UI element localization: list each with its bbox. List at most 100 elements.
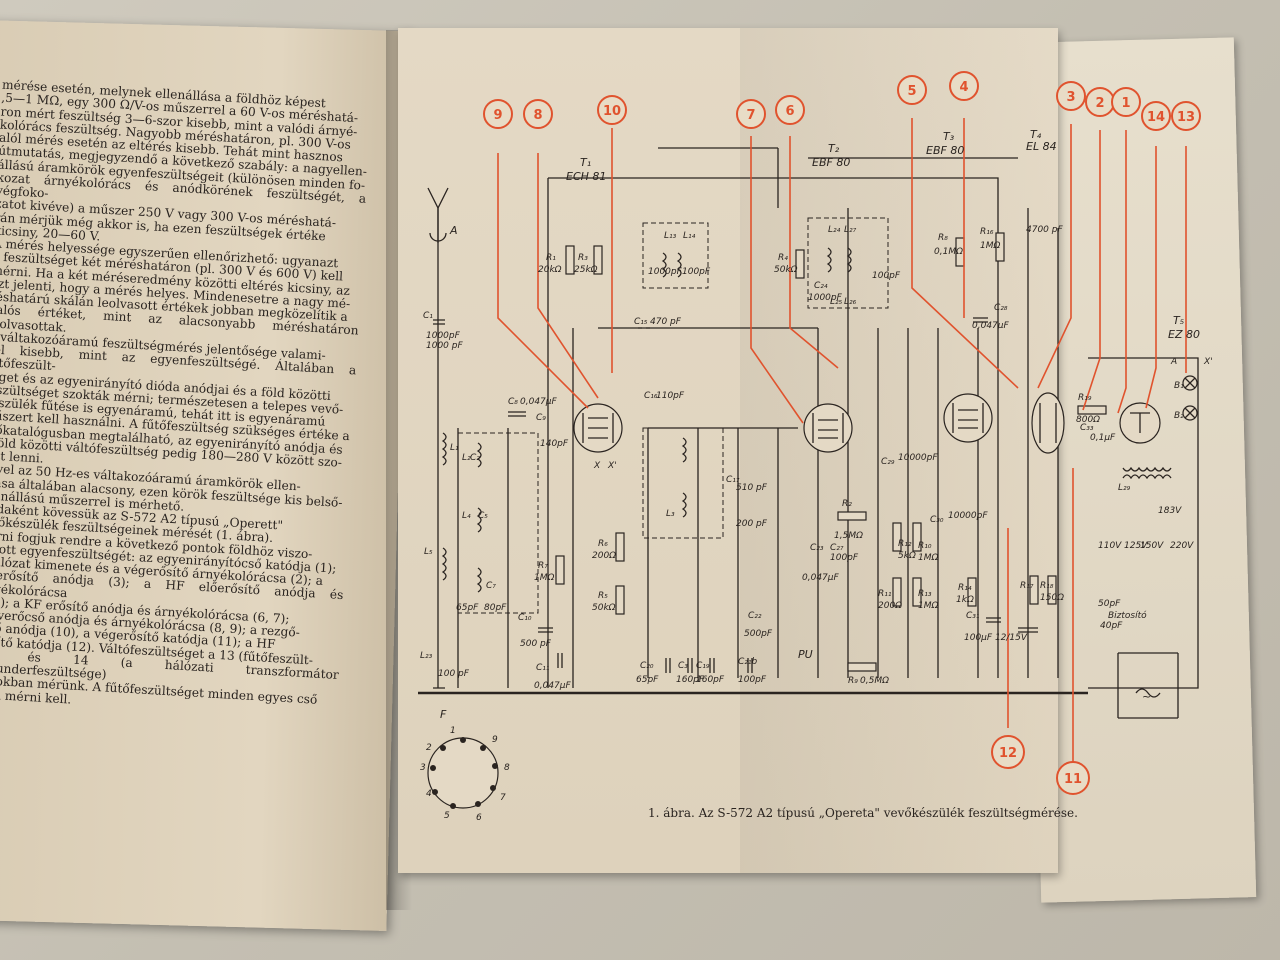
svg-text:X': X' — [607, 461, 617, 471]
svg-text:C₂₉: C₂₉ — [881, 457, 895, 467]
svg-text:L₁₃: L₁₃ — [664, 231, 677, 241]
tube-t4-type: EL 84 — [1026, 140, 1057, 153]
svg-text:1,5MΩ: 1,5MΩ — [834, 531, 863, 541]
svg-text:7: 7 — [500, 793, 506, 803]
svg-text:C₂₇: C₂₇ — [830, 543, 844, 553]
svg-text:12: 12 — [999, 746, 1017, 761]
svg-text:1MΩ: 1MΩ — [918, 553, 938, 563]
tube-t3 — [943, 393, 993, 443]
svg-text:R₁₆: R₁₆ — [980, 227, 994, 237]
svg-text:150Ω: 150Ω — [1040, 593, 1064, 603]
svg-text:L₂₇: L₂₇ — [844, 225, 857, 235]
svg-text:R₁₈: R₁₈ — [1040, 581, 1054, 591]
svg-text:B₁: B₁ — [1174, 381, 1184, 391]
svg-text:470 pF: 470 pF — [650, 317, 682, 327]
svg-text:R₂: R₂ — [842, 499, 852, 509]
svg-text:10: 10 — [603, 104, 621, 119]
svg-text:9: 9 — [492, 735, 498, 745]
svg-text:1kΩ: 1kΩ — [956, 595, 974, 605]
svg-text:100 pF: 100 pF — [438, 669, 470, 679]
svg-text:140pF: 140pF — [540, 439, 569, 449]
tube-t2-ref: T₂ — [828, 142, 840, 155]
svg-text:C₁₆: C₁₆ — [644, 391, 658, 401]
svg-text:1MΩ: 1MΩ — [918, 601, 938, 611]
svg-text:R₄: R₄ — [778, 253, 788, 263]
schematic: .w{stroke:#2a2420;stroke-width:1.3;fill:… — [418, 71, 1213, 823]
svg-text:C₁₀: C₁₀ — [518, 613, 532, 623]
svg-text:PU: PU — [798, 648, 813, 661]
svg-text:C₁₁: C₁₁ — [536, 663, 550, 673]
svg-text:0,047μF: 0,047μF — [972, 321, 1009, 331]
svg-text:100pF: 100pF — [872, 271, 901, 281]
svg-text:L₁₄: L₁₄ — [683, 231, 696, 241]
svg-text:4: 4 — [426, 789, 432, 799]
svg-text:5kΩ: 5kΩ — [898, 551, 916, 561]
test-point-8: 8 — [523, 99, 553, 129]
svg-text:125V: 125V — [1124, 541, 1148, 551]
svg-text:A: A — [449, 224, 458, 237]
hv-bus — [548, 157, 1018, 208]
test-point-4: 4 — [949, 71, 979, 101]
svg-text:9: 9 — [493, 108, 502, 123]
svg-text:800Ω: 800Ω — [1076, 415, 1100, 425]
svg-text:200Ω: 200Ω — [878, 601, 902, 611]
svg-text:R₃: R₃ — [578, 253, 588, 263]
svg-text:8: 8 — [504, 763, 510, 773]
if-can-2 — [807, 217, 889, 309]
svg-text:L₂: L₂ — [462, 453, 471, 463]
svg-text:500 pF: 500 pF — [520, 639, 552, 649]
foldout-fold — [740, 28, 1058, 873]
svg-text:500pF: 500pF — [744, 629, 773, 639]
svg-text:R₅: R₅ — [598, 591, 608, 601]
svg-text:C₂₃: C₂₃ — [810, 543, 824, 553]
svg-text:R₁₇: R₁₇ — [1020, 581, 1034, 591]
svg-text:160pF: 160pF — [696, 675, 725, 685]
svg-text:4: 4 — [959, 80, 968, 95]
svg-text:100pF: 100pF — [830, 553, 859, 563]
svg-text:5: 5 — [444, 811, 450, 821]
svg-text:C₃₀: C₃₀ — [930, 515, 944, 525]
svg-text:50pF: 50pF — [1098, 599, 1121, 609]
svg-text:11: 11 — [1064, 772, 1082, 787]
svg-text:14: 14 — [1147, 110, 1165, 125]
svg-text:150V: 150V — [1140, 541, 1164, 551]
test-point-7: 7 — [736, 99, 766, 129]
if-can-1 — [642, 222, 709, 289]
svg-text:10000pF: 10000pF — [898, 453, 938, 463]
svg-text:80pF: 80pF — [484, 603, 507, 613]
tube-t1-type: ECH 81 — [566, 170, 606, 183]
svg-text:1000pF: 1000pF — [426, 331, 461, 341]
svg-text:160pF: 160pF — [676, 675, 705, 685]
svg-text:1000pF: 1000pF — [648, 267, 683, 277]
svg-text:0,047μF: 0,047μF — [520, 397, 557, 407]
svg-text:B₂: B₂ — [1174, 411, 1184, 421]
svg-text:1: 1 — [450, 726, 456, 736]
svg-text:L₃: L₃ — [666, 509, 675, 519]
tube-t3-ref: T₃ — [943, 130, 955, 143]
svg-text:R₁₀: R₁₀ — [918, 541, 932, 551]
svg-text:X': X' — [1203, 357, 1213, 367]
svg-text:1000 pF: 1000 pF — [426, 341, 463, 351]
svg-text:200Ω: 200Ω — [592, 551, 616, 561]
svg-text:R₁: R₁ — [546, 253, 556, 263]
svg-text:100pF: 100pF — [682, 267, 711, 277]
svg-text:7: 7 — [746, 108, 755, 123]
svg-text:R₁₂: R₁₂ — [898, 539, 912, 549]
svg-text:C₁₇: C₁₇ — [726, 475, 740, 485]
svg-text:L₄: L₄ — [462, 511, 471, 521]
test-point-10: 10 — [597, 95, 627, 125]
svg-text:L₂₃: L₂₃ — [420, 651, 433, 661]
test-point-12: 12 — [991, 735, 1025, 769]
svg-text:0,047μF: 0,047μF — [802, 573, 839, 583]
svg-text:1: 1 — [1121, 96, 1130, 111]
svg-text:R₁₄: R₁₄ — [958, 583, 972, 593]
test-point-3: 3 — [1056, 81, 1086, 111]
svg-text:C₅: C₅ — [478, 511, 488, 521]
svg-text:25kΩ: 25kΩ — [574, 265, 598, 275]
svg-text:C₂₈: C₂₈ — [994, 303, 1008, 313]
svg-text:2: 2 — [1095, 96, 1104, 111]
svg-text:183V: 183V — [1158, 506, 1182, 516]
svg-text:F: F — [440, 708, 447, 721]
svg-text:1MΩ: 1MΩ — [534, 573, 554, 583]
